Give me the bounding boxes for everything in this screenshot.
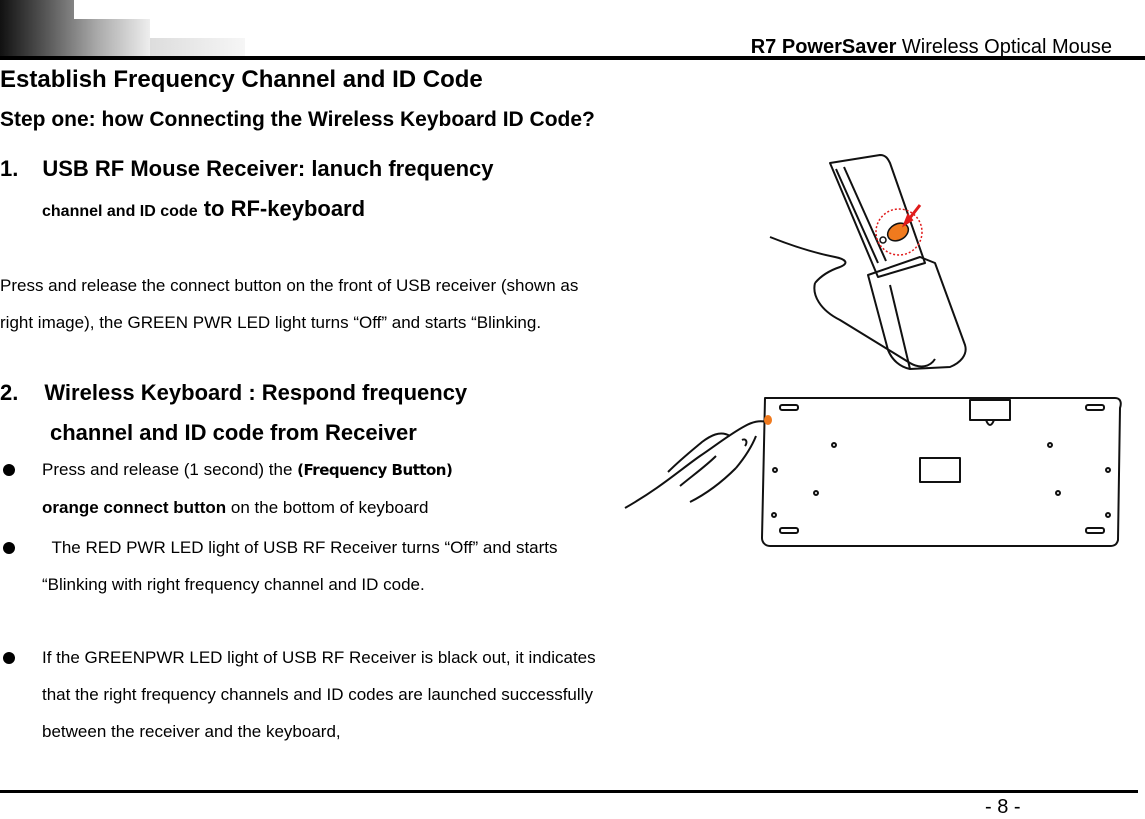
keyboard-illustration (624, 397, 1122, 547)
connect-button-icon (886, 222, 910, 242)
bullet-1-bold: orange connect button (42, 498, 227, 517)
bullet-2-text: The RED PWR LED light of USB RF Receiver… (42, 538, 563, 594)
bullet-dot (3, 542, 15, 554)
receiver-stand-outline (867, 256, 967, 370)
section-2-title-line2: channel and ID code from Receiver (50, 420, 417, 445)
receiver-base-outline (813, 282, 936, 368)
receiver-body-outline (829, 154, 926, 278)
hand-outline (624, 420, 767, 509)
bullet-dot (3, 652, 15, 664)
header-rule (0, 56, 1145, 60)
header-notch (74, 0, 150, 19)
receiver-cable (769, 236, 847, 284)
document-header-title: R7 PowerSaver Wireless Optical Mouse (751, 36, 1112, 59)
section-1-title-large: to RF-keyboard (197, 196, 366, 221)
page-subtitle: Step one: how Connecting the Wireless Ke… (0, 108, 595, 131)
connect-button-highlight (875, 208, 923, 256)
bullet-item: The RED PWR LED light of USB RF Receiver… (0, 529, 615, 603)
footer-rule (760, 790, 1138, 793)
bullet-1-frequency-button: (Frequency Button) (297, 461, 453, 479)
bullet-1-post: on the bottom of keyboard (226, 498, 429, 517)
usb-receiver-illustration (769, 154, 967, 370)
bullet-1-text: Press and release (1 second) the (Freque… (42, 451, 615, 526)
header-title-bold: R7 PowerSaver (750, 36, 897, 58)
led-icon (879, 236, 887, 244)
section-2-number: 2. (0, 380, 19, 405)
page-title: Establish Frequency Channel and ID Code (0, 66, 483, 93)
bullet-dot (3, 464, 15, 476)
page-number: - 8 - (985, 796, 1021, 818)
header-title-rest: Wireless Optical Mouse (896, 36, 1112, 58)
frequency-button-icon (764, 415, 772, 425)
footer-rule (380, 790, 760, 793)
section-1-title-line2: channel and ID code to RF-keyboard (42, 196, 365, 222)
section-2-title-line1: Wireless Keyboard : Respond frequency (44, 380, 468, 405)
section-1-title-line1: USB RF Mouse Receiver: lanuch frequency (42, 156, 494, 181)
section-1-paragraph: Press and release the connect button on … (0, 276, 579, 332)
bullet-3-text: If the GREENPWR LED light of USB RF Rece… (42, 648, 596, 741)
bullet-item: Press and release (1 second) the (Freque… (0, 451, 615, 526)
bullet-item: If the GREENPWR LED light of USB RF Rece… (0, 639, 615, 750)
keyboard-outline (761, 397, 1122, 547)
header-gradient-tail (150, 38, 245, 56)
section-1-title: 1. USB RF Mouse Receiver: lanuch frequenc… (0, 156, 493, 182)
section-2-title: 2. Wireless Keyboard : Respond frequency (0, 380, 467, 406)
bullet-1-pre: Press and release (1 second) the (42, 460, 298, 479)
section-1-title-small: channel and ID code (42, 203, 198, 220)
footer-rule (0, 790, 380, 793)
section-1-number: 1. (0, 156, 19, 181)
